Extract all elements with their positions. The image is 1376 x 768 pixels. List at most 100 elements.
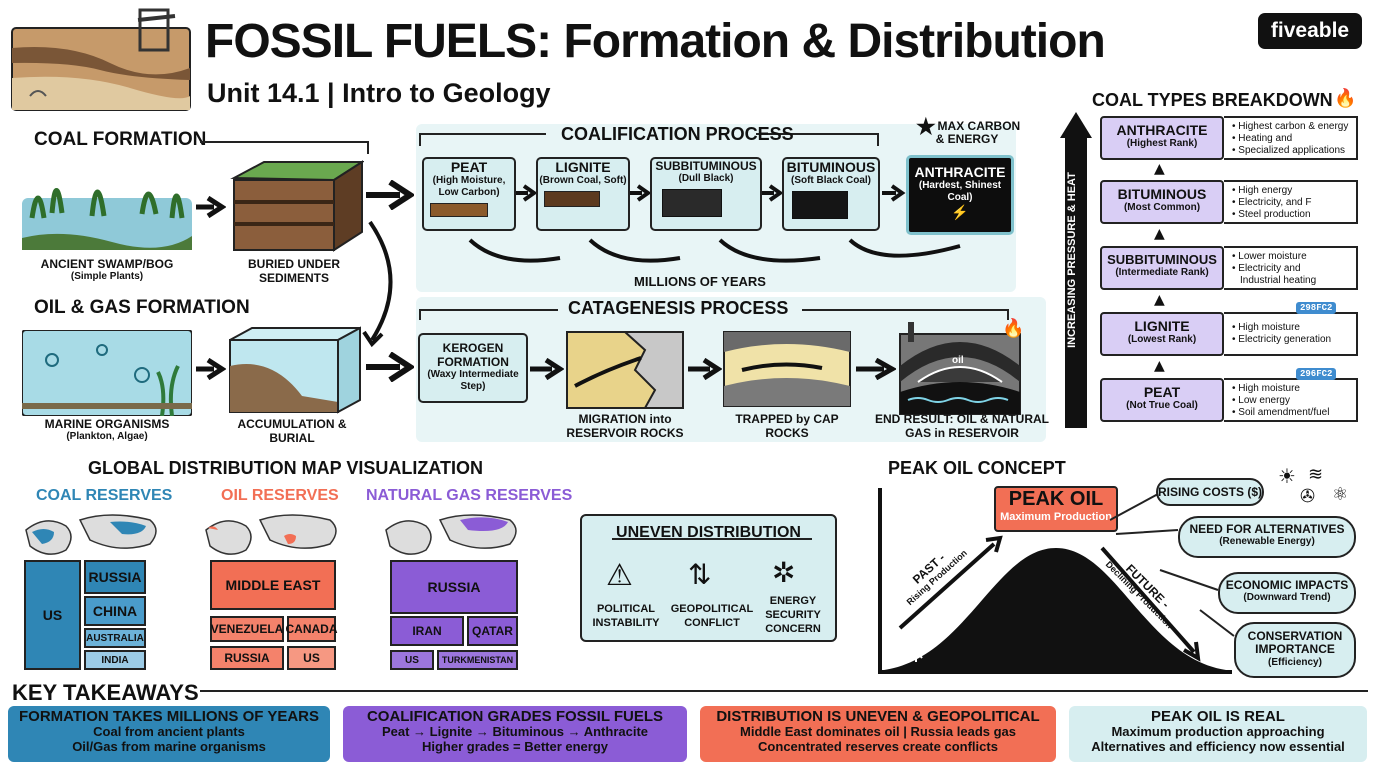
gas-reserves-label: NATURAL GAS RESERVES [366, 487, 573, 504]
oil-block-middle-east: MIDDLE EAST [210, 560, 336, 610]
arrow-right-icon [856, 358, 896, 380]
gas-block-turkmenistan: TURKMENISTAN [437, 650, 518, 670]
wind-icon: ≋ [1308, 464, 1324, 485]
coal-world-map [25, 514, 157, 555]
coal-type-peat: PEAT (Not True Coal) [1100, 378, 1224, 422]
oil-gas-heading: OIL & GAS FORMATION [34, 297, 250, 318]
coal-sample [430, 203, 488, 217]
arrow-right-icon [196, 196, 226, 218]
peak-oil-heading: PEAK OIL CONCEPT [888, 458, 1066, 478]
arrow-right-icon [366, 352, 414, 382]
pressure-arrow [1060, 112, 1092, 428]
coal-block-china: CHINA [84, 596, 146, 626]
coal-type-anthracite-desc: • Highest carbon & energy • Heating and … [1224, 116, 1358, 160]
coal-type-subbituminous-desc: • Lower moisture • Electricity and Indus… [1224, 246, 1358, 290]
page-subtitle: Unit 14.1 | Intro to Geology [207, 78, 551, 108]
accumulation-caption: ACCUMULATION & BURIAL [237, 417, 347, 445]
arrow-right-icon [530, 358, 564, 380]
coal-type-lignite: LIGNITE (Lowest Rank) [1100, 312, 1224, 356]
takeaway-peak-oil: PEAK OIL IS REAL Maximum production appr… [1069, 706, 1367, 762]
uneven-heading: UNEVEN DISTRIBUTION [616, 524, 801, 541]
bubble-economic: ECONOMIC IMPACTS (Downward Trend) [1218, 572, 1356, 614]
connector-curve [362, 220, 393, 348]
gas-block-us: US [390, 650, 434, 670]
trapped-illustration [723, 331, 851, 407]
page-title: FOSSIL FUELS: Formation & Distribution [205, 15, 1106, 68]
uneven-item-energy: ENERGY SECURITY CONCERN [765, 595, 821, 635]
color-tag: 296FC2 [1296, 368, 1337, 380]
uneven-item-geopolitical: GEOPOLITICAL CONFLICT [670, 603, 754, 629]
network-icon: ✲ [772, 556, 796, 589]
burial-tank-illustration [229, 326, 361, 414]
oil-block-venezuela: VENEZUELA [210, 616, 284, 642]
arrow-up-icon: ▲ [1154, 292, 1165, 308]
gas-world-map [385, 514, 517, 555]
stage-bituminous-desc: (Soft Black Coal) [790, 175, 871, 186]
arrow-right-icon [630, 184, 652, 202]
sediment-block-illustration [230, 160, 364, 252]
coal-type-anthracite: ANTHRACITE (Highest Rank) [1100, 116, 1224, 160]
coal-type-bituminous-desc: • High energy • Electricity, and F • Ste… [1224, 180, 1358, 224]
coal-types-heading: COAL TYPES BREAKDOWN [1092, 90, 1333, 110]
wind-turbine-icon: ✇ [1300, 486, 1316, 507]
stage-subbituminous: SUBBITUMINOUS (Dull Black) [650, 157, 762, 231]
coal-type-lignite-desc: • High moisture • Electricity generation [1224, 312, 1358, 356]
marine-caption: MARINE ORGANISMS [44, 417, 170, 431]
arrow-right-icon [688, 358, 722, 380]
coal-type-peat-desc: • High moisture • Low energy • Soil amen… [1224, 378, 1358, 422]
oil-reserves-label: OIL RESERVES [221, 487, 339, 504]
coal-sample [792, 191, 848, 219]
coal-type-bituminous: BITUMINOUS (Most Common) [1100, 180, 1224, 224]
migration-caption: MIGRATION into RESERVOIR ROCKS [566, 412, 684, 440]
lightning-icon: ⚡ [951, 204, 969, 220]
bubble-connectors [1109, 493, 1235, 637]
oil-world-map [205, 514, 337, 555]
process-curve-arrows [468, 238, 961, 263]
oil-block-us: US [287, 646, 336, 670]
coalification-heading: COALIFICATION PROCESS [561, 124, 794, 144]
swamp-subcaption: (Simple Plants) [70, 271, 144, 282]
stage-lignite-desc: (Brown Coal, Soft) [539, 175, 627, 186]
takeaways-rule [200, 690, 1368, 692]
gas-block-iran: IRAN [390, 616, 464, 646]
coal-formation-bracket [200, 141, 369, 154]
fossil-layers-illustration [11, 8, 191, 111]
stage-anthracite: ANTHRACITE (Hardest, Shinest Coal) ⚡ [906, 155, 1014, 235]
pressure-axis-label: INCREASING PRESSURE & HEAT [1066, 172, 1078, 348]
coal-sample [544, 191, 600, 207]
uneven-item-political: POLITICAL INSTABILITY [592, 603, 660, 629]
fiveable-logo: fiveable [1258, 13, 1362, 49]
stage-subbituminous-desc: (Dull Black) [678, 173, 734, 184]
sun-icon: ☀ [1278, 464, 1296, 488]
takeaways-heading: KEY TAKEAWAYS [12, 680, 199, 705]
kerogen-name: KEROGEN FORMATION [437, 341, 509, 369]
coal-sample [662, 189, 722, 217]
swamp-caption: ANCIENT SWAMP/BOG [40, 257, 174, 271]
coal-block-us: US [24, 560, 81, 670]
takeaway-formation: FORMATION TAKES MILLIONS OF YEARS Coal f… [8, 706, 330, 762]
coal-reserves-label: COAL RESERVES [36, 487, 173, 504]
atom-icon: ⚛ [1332, 484, 1349, 505]
star-icon: ★ [916, 114, 936, 139]
peak-oil-badge: PEAK OIL Maximum Production [994, 486, 1118, 532]
stage-peat-name: PEAT [450, 159, 488, 175]
stage-subbituminous-name: SUBBITUMINOUS [655, 159, 757, 173]
stage-peat: PEAT (High Moisture, Low Carbon) [422, 157, 516, 231]
oil-label: oil [952, 355, 964, 366]
flame-icon: 🔥 [1334, 88, 1357, 109]
migration-illustration [566, 331, 684, 409]
coal-block-india: INDIA [84, 650, 146, 670]
marine-illustration [22, 330, 192, 416]
arrow-up-icon: ▲ [1154, 161, 1165, 177]
millions-of-years-label: MILLIONS OF YEARS [634, 274, 766, 289]
bubble-conservation: CONSERVATION IMPORTANCE (Efficiency) [1234, 622, 1356, 678]
arrow-right-icon [366, 180, 414, 210]
buried-caption: BURIED UNDER SEDIMENTS [247, 257, 340, 285]
flame-icon: 🔥 [1002, 318, 1025, 339]
warning-icon: ⚠ [606, 558, 633, 593]
arrow-right-icon [762, 184, 784, 202]
oil-block-russia: RUSSIA [210, 646, 284, 670]
gas-block-russia: RUSSIA [390, 560, 518, 614]
takeaway-coalification: COALIFICATION GRADES FOSSIL FUELS Peat →… [343, 706, 687, 762]
stage-lignite-name: LIGNITE [555, 159, 611, 175]
